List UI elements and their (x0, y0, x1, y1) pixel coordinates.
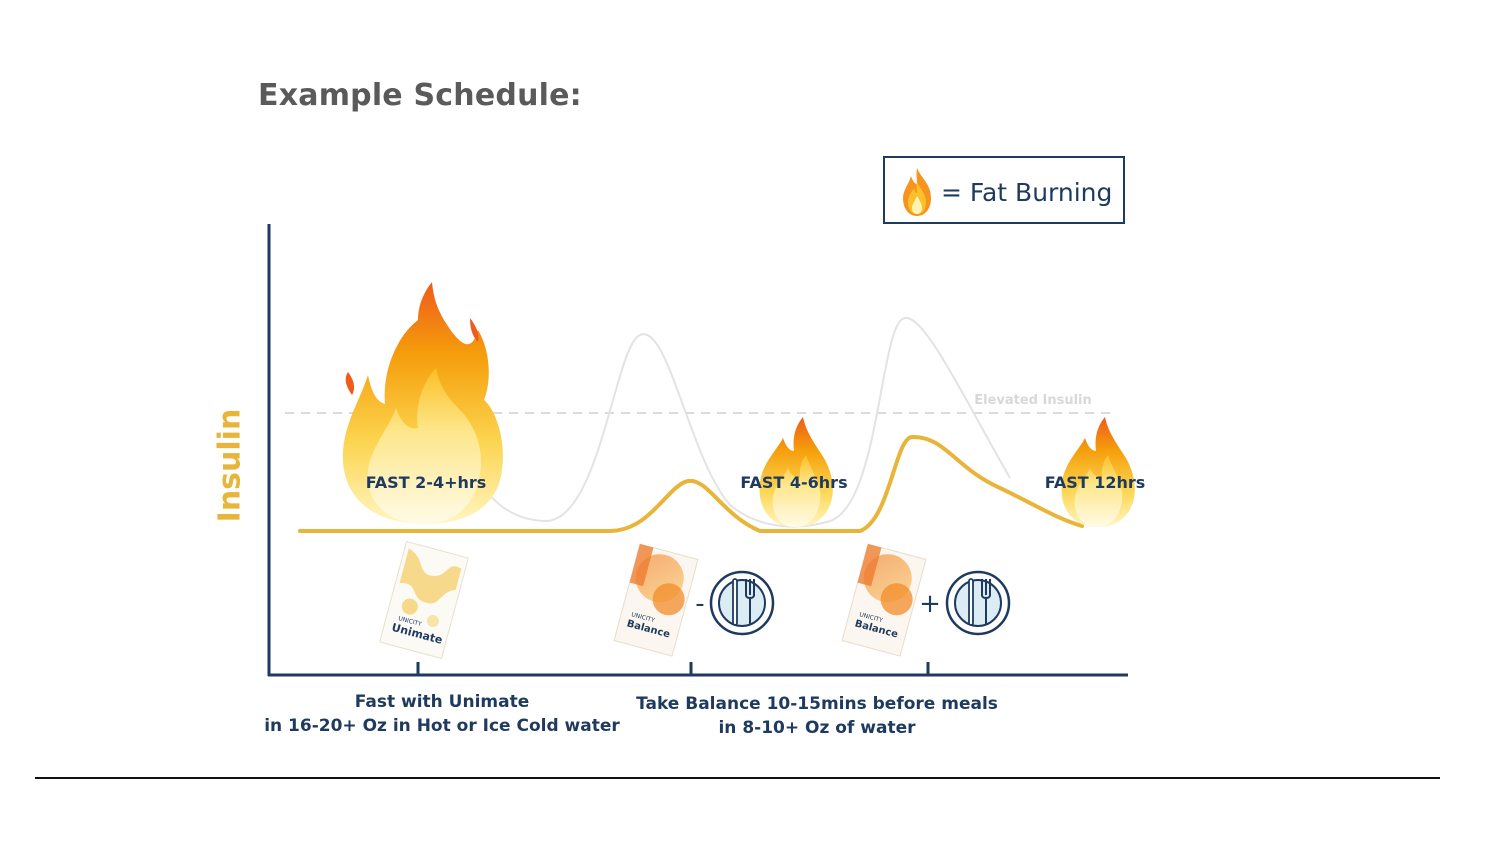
balance-packet-icon: UNICITY Balance (841, 543, 927, 657)
unimate-packet-icon: UNICITY Unimate (379, 540, 469, 660)
divider (35, 777, 1440, 779)
flame-icon (903, 168, 931, 216)
insulin-curve (298, 434, 1084, 533)
high-insulin-curve (469, 316, 1011, 528)
balance-packet-icon: UNICITY Balance (613, 543, 699, 657)
elevated-insulin-label: Elevated Insulin (974, 393, 1092, 408)
legend-box: = Fat Burning (883, 156, 1125, 224)
fast-label: FAST 2-4+hrs (366, 473, 487, 492)
balance-caption: Take Balance 10-15mins before meals in 8… (632, 692, 1002, 740)
caption-line: in 8-10+ Oz of water (718, 718, 916, 738)
caption-line: Take Balance 10-15mins before meals (636, 694, 998, 714)
caption-line: Fast with Unimate (354, 692, 530, 712)
unimate-caption: Fast with Unimate in 16-20+ Oz in Hot or… (262, 690, 622, 738)
legend-label: = Fat Burning (941, 178, 1113, 207)
flame-icon (342, 282, 503, 524)
operator-minus: - (695, 589, 704, 619)
page-title: Example Schedule: (258, 78, 582, 113)
plate-icon (945, 570, 1011, 636)
plate-icon (709, 570, 775, 636)
caption-line: in 16-20+ Oz in Hot or Ice Cold water (264, 716, 620, 736)
operator-plus: + (919, 589, 941, 619)
fast-label: FAST 4-6hrs (740, 473, 847, 492)
flame-icon (1061, 417, 1135, 527)
flame-icon (759, 417, 833, 527)
fast-label: FAST 12hrs (1045, 473, 1146, 492)
